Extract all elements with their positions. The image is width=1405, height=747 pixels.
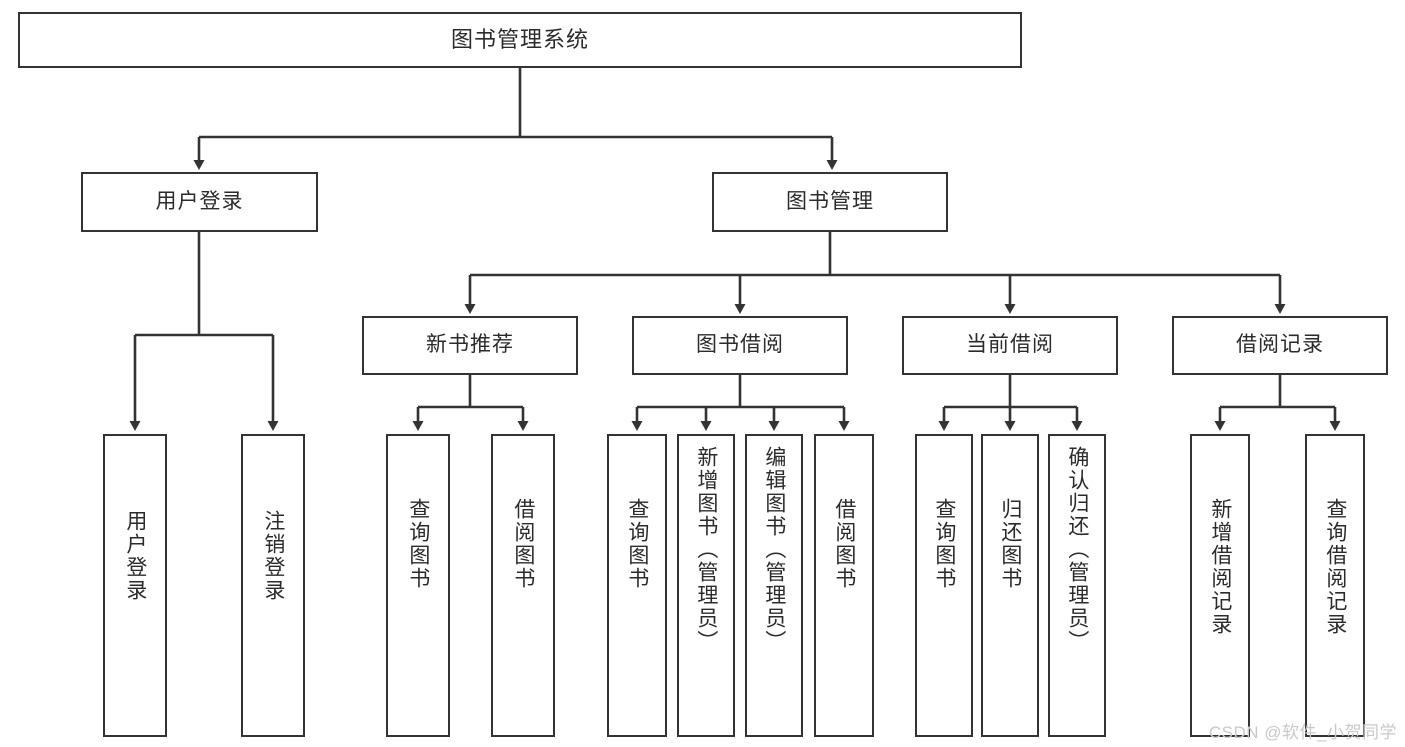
node-current-borrow-label: 当前借阅 xyxy=(966,333,1054,357)
node-user-login[interactable]: 用户登录 xyxy=(81,172,318,232)
leaf-records-add-record[interactable]: 新增借阅记录 xyxy=(1190,434,1250,737)
leaf-records-query-record[interactable]: 查询借阅记录 xyxy=(1305,434,1365,737)
leaf-borrow-query-book-label: 查询图书 xyxy=(625,498,649,590)
node-root[interactable]: 图书管理系统 xyxy=(18,12,1022,68)
leaf-records-add-record-label: 新增借阅记录 xyxy=(1208,498,1232,636)
node-new-book-recommend-label: 新书推荐 xyxy=(426,333,514,357)
node-book-borrow-label: 图书借阅 xyxy=(696,333,784,357)
node-root-label: 图书管理系统 xyxy=(450,27,589,53)
leaf-newbook-query-book-label: 查询图书 xyxy=(406,498,430,590)
leaf-current-return-book-label: 归还图书 xyxy=(998,498,1022,590)
leaf-borrow-add-book-admin-label: 新增图书（管理员） xyxy=(694,446,718,653)
leaf-current-query-book-label: 查询图书 xyxy=(932,498,956,590)
leaf-borrow-edit-book-admin-label: 编辑图书（管理员） xyxy=(762,446,786,653)
leaf-user-login[interactable]: 用户登录 xyxy=(103,434,167,737)
leaf-borrow-borrow-book[interactable]: 借阅图书 xyxy=(814,434,874,737)
node-current-borrow[interactable]: 当前借阅 xyxy=(902,316,1118,375)
leaf-borrow-add-book-admin[interactable]: 新增图书（管理员） xyxy=(677,434,735,737)
leaf-newbook-borrow-book[interactable]: 借阅图书 xyxy=(491,434,555,737)
leaf-current-confirm-return-admin[interactable]: 确认归还（管理员） xyxy=(1048,434,1106,737)
leaf-user-login-label: 用户登录 xyxy=(123,510,147,602)
node-book-management-label: 图书管理 xyxy=(786,189,874,213)
watermark: CSDN @软件_小贺同学 xyxy=(1208,723,1397,742)
leaf-borrow-edit-book-admin[interactable]: 编辑图书（管理员） xyxy=(745,434,803,737)
leaf-current-confirm-return-admin-label: 确认归还（管理员） xyxy=(1065,446,1089,653)
leaf-current-return-book[interactable]: 归还图书 xyxy=(981,434,1039,737)
node-borrow-records[interactable]: 借阅记录 xyxy=(1172,316,1388,375)
leaf-borrow-query-book[interactable]: 查询图书 xyxy=(607,434,667,737)
leaf-newbook-query-book[interactable]: 查询图书 xyxy=(386,434,450,737)
node-borrow-records-label: 借阅记录 xyxy=(1236,333,1324,357)
node-user-login-label: 用户登录 xyxy=(155,189,244,213)
leaf-current-query-book[interactable]: 查询图书 xyxy=(915,434,973,737)
leaf-borrow-borrow-book-label: 借阅图书 xyxy=(832,498,856,590)
node-book-borrow[interactable]: 图书借阅 xyxy=(632,316,848,375)
leaf-records-query-record-label: 查询借阅记录 xyxy=(1323,498,1347,636)
leaf-user-logout-label: 注销登录 xyxy=(261,510,285,602)
leaf-user-logout[interactable]: 注销登录 xyxy=(241,434,305,737)
node-new-book-recommend[interactable]: 新书推荐 xyxy=(362,316,578,375)
leaf-newbook-borrow-book-label: 借阅图书 xyxy=(511,498,535,590)
node-book-management[interactable]: 图书管理 xyxy=(712,172,948,232)
